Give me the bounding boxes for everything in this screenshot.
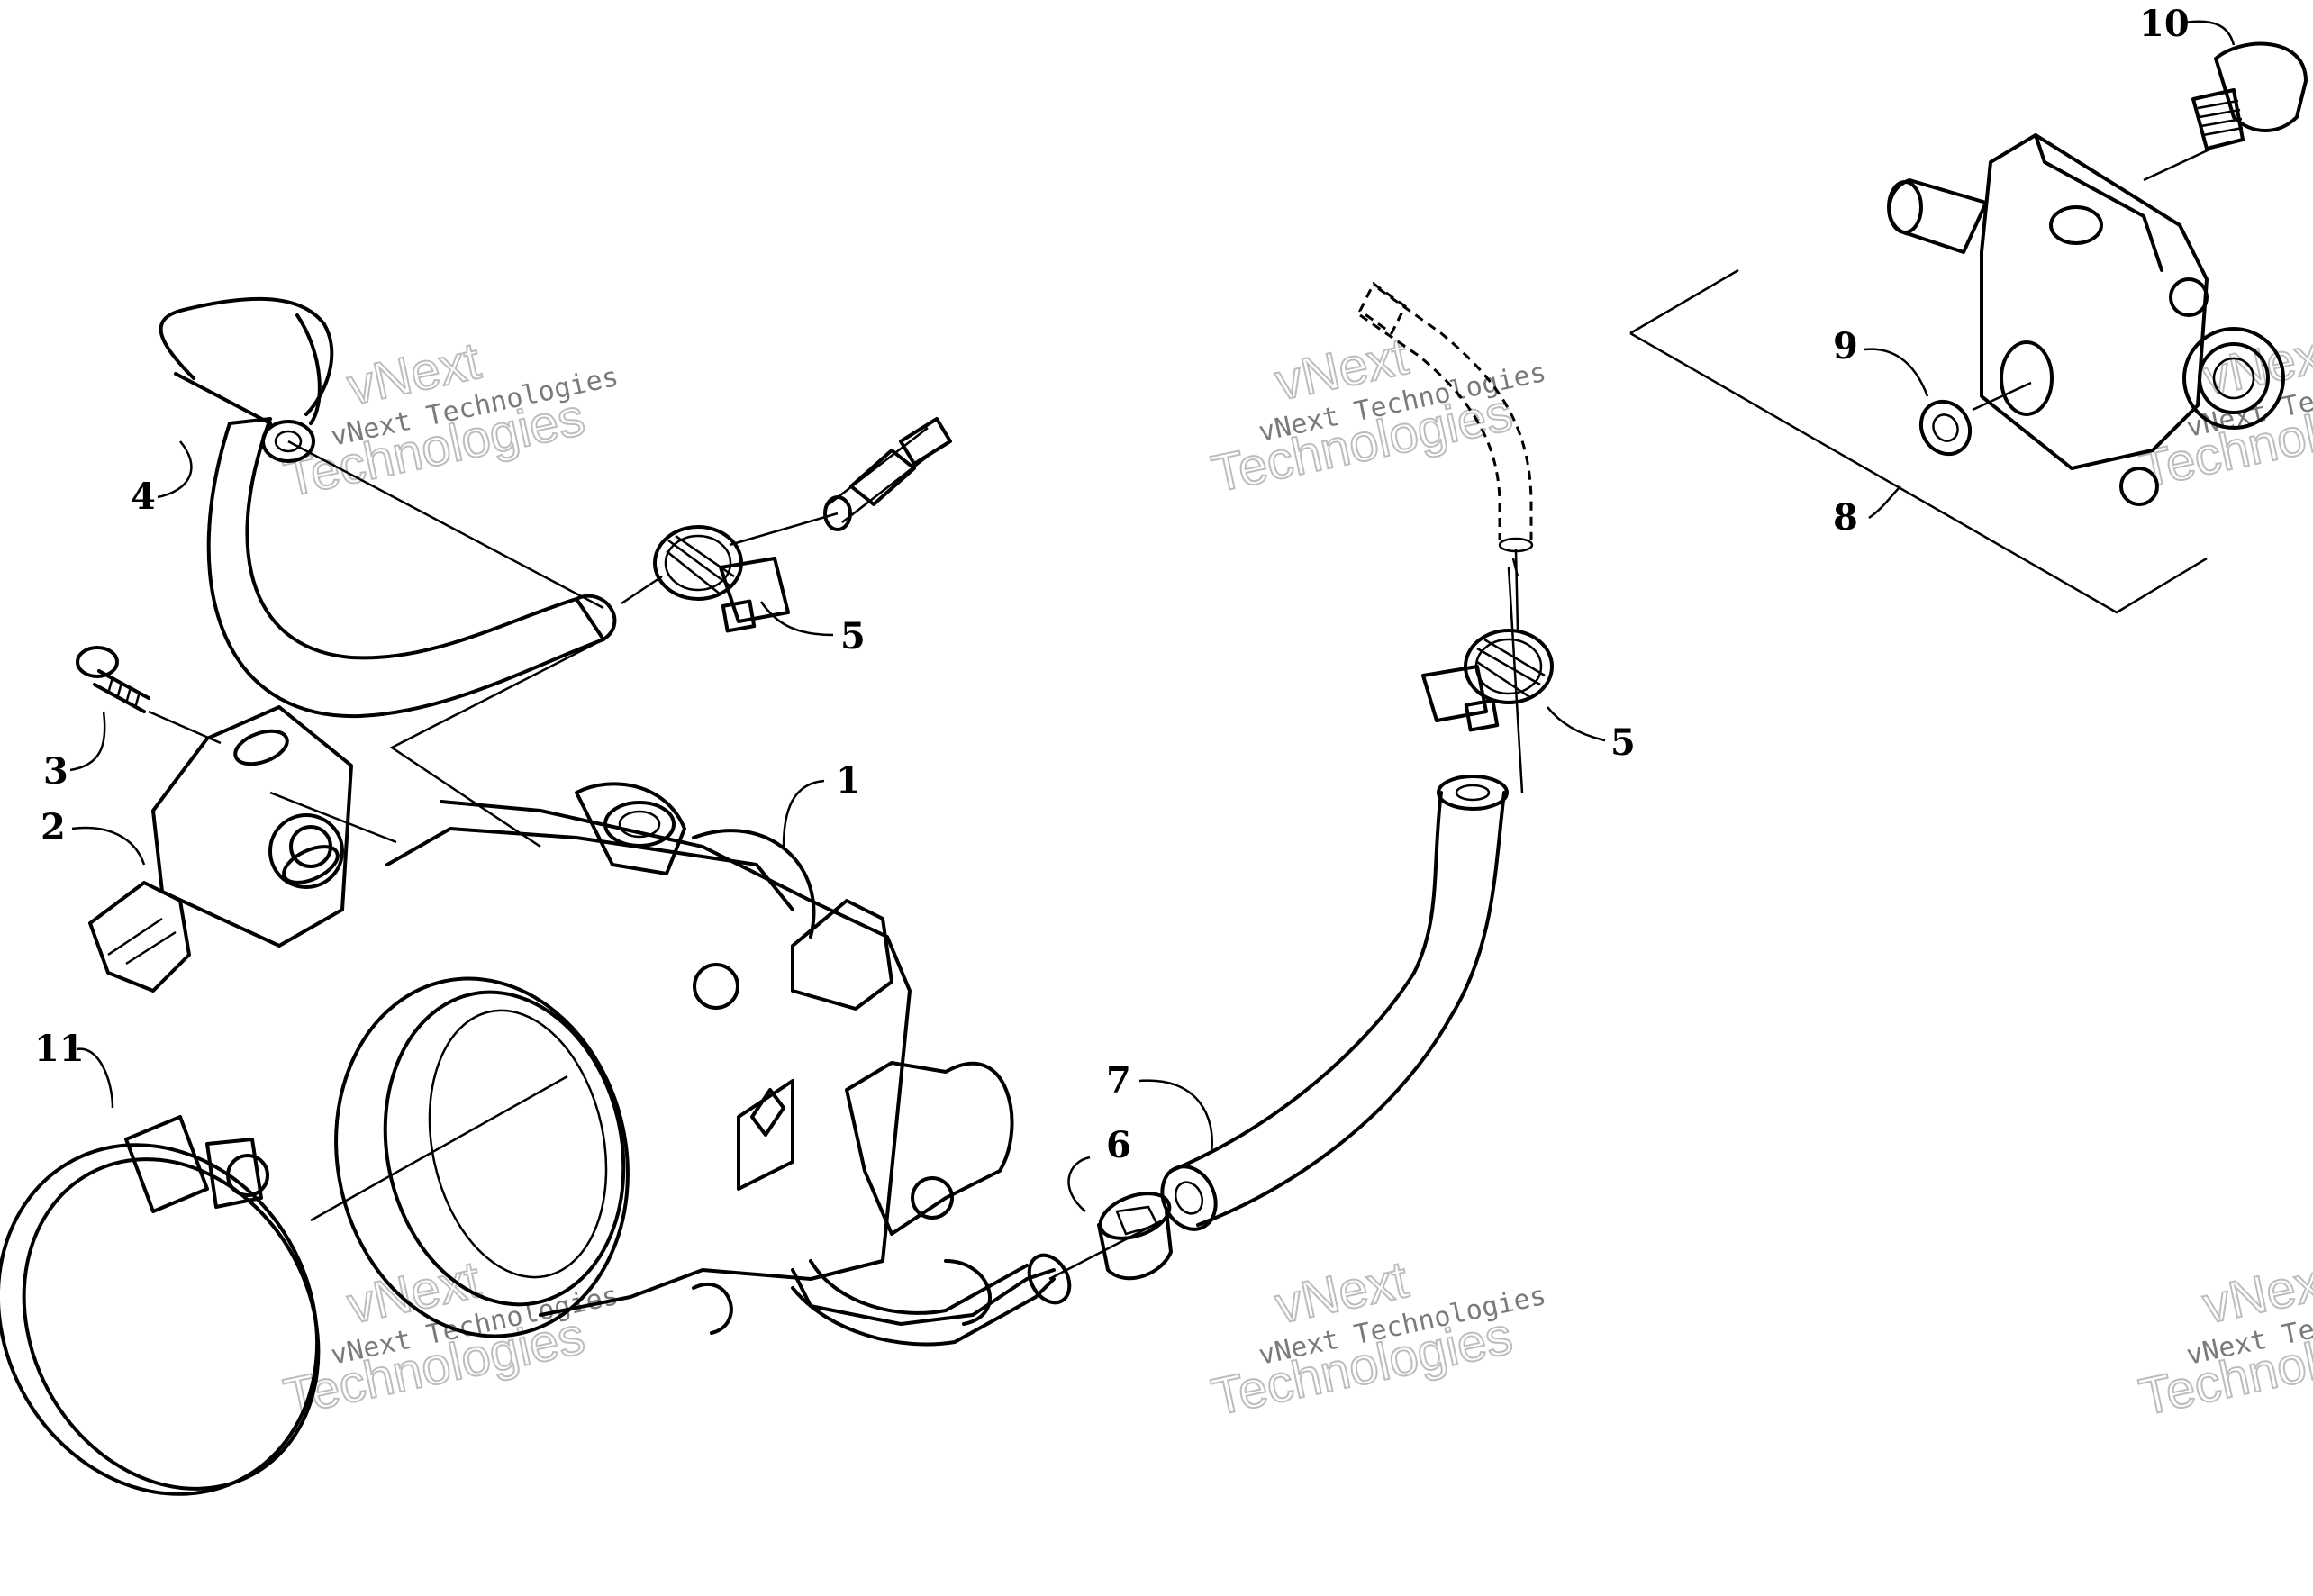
callout-7: 7 bbox=[1106, 1059, 1131, 1102]
callout-10: 10 bbox=[2139, 3, 2190, 45]
callout-5-lower: 5 bbox=[1610, 721, 1636, 764]
part-1-throttle-body bbox=[334, 782, 1056, 1338]
part-2-throttle-position-sensor bbox=[88, 705, 353, 993]
callout-9: 9 bbox=[1833, 325, 1858, 367]
part-3-screw bbox=[76, 646, 150, 713]
part-11-large-hose-clamp bbox=[0, 1115, 321, 1496]
callout-11: 11 bbox=[34, 1028, 85, 1070]
part-10-screw bbox=[2191, 41, 2308, 150]
part-6-small-clamp bbox=[1097, 1192, 1173, 1281]
callout-3: 3 bbox=[43, 750, 68, 793]
bypass-elbow-hose bbox=[791, 1253, 1072, 1347]
watermark-top-center: vNext vNext Technologies Technologies bbox=[1206, 326, 1549, 504]
vent-fitting-upper bbox=[823, 417, 952, 531]
callout-1: 1 bbox=[836, 759, 861, 802]
callout-5-upper: 5 bbox=[840, 615, 866, 657]
callout-8: 8 bbox=[1833, 496, 1858, 539]
part-7-hose bbox=[1160, 775, 1509, 1231]
callout-2: 2 bbox=[41, 806, 66, 848]
callout-4: 4 bbox=[131, 476, 156, 518]
part-5-hose-clamp-lower bbox=[1421, 629, 1554, 732]
leader-lines bbox=[69, 20, 2236, 1281]
watermark-bottom-right: vNext vNext Te Technol bbox=[2134, 1249, 2313, 1428]
part-8-fuel-rail-assembly bbox=[1629, 133, 2285, 614]
part-9-o-ring bbox=[1918, 399, 1973, 457]
callout-numbers: 1 2 3 4 5 5 6 7 8 9 10 11 bbox=[34, 3, 2190, 1166]
watermark-bottom-center: vNext vNext Technologies Technologies bbox=[1206, 1249, 1549, 1428]
callout-6: 6 bbox=[1106, 1124, 1131, 1166]
part-5-hose-clamp-upper bbox=[653, 525, 790, 633]
